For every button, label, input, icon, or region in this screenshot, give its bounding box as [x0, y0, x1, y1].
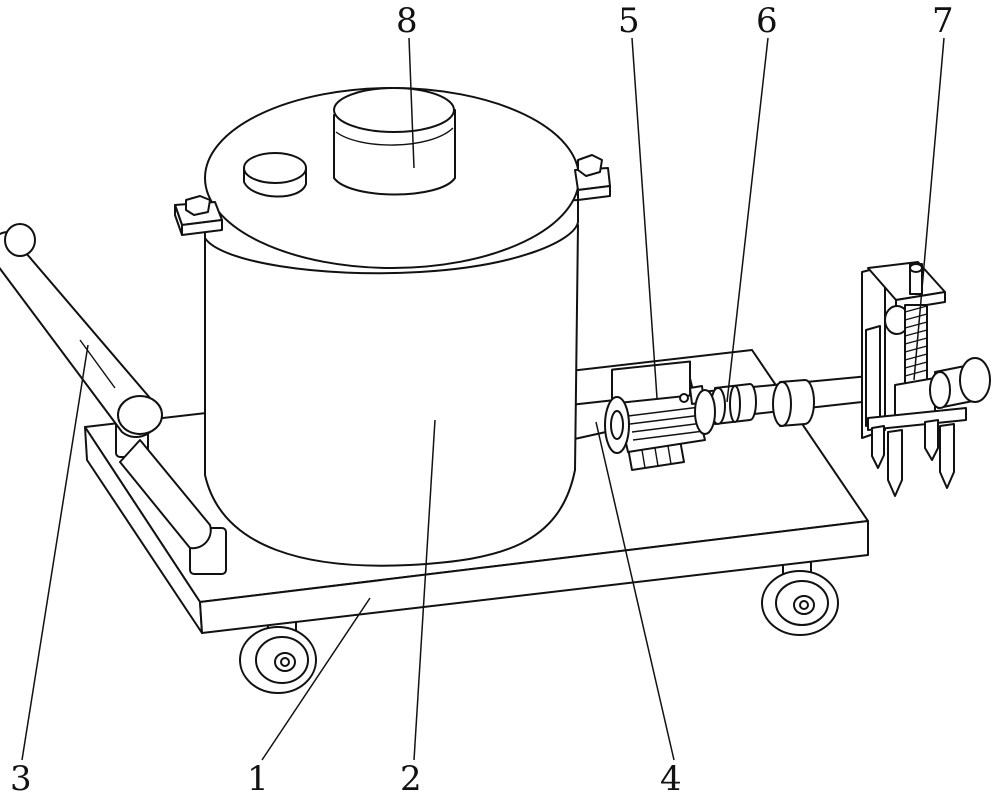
- leader-4: [595, 421, 675, 761]
- leader-5: [631, 37, 658, 399]
- leader-2: [413, 419, 436, 761]
- label-pipe: 4: [660, 759, 682, 798]
- leader-1: [261, 597, 371, 761]
- label-tank: 2: [400, 759, 422, 798]
- label-handle: 3: [10, 759, 32, 798]
- leader-8: [408, 37, 415, 169]
- label-base: 1: [247, 759, 269, 798]
- left-bolt-bracket: [174, 195, 223, 236]
- small-cap: [243, 152, 307, 198]
- leader-lines: [21, 37, 945, 761]
- label-motor: 5: [618, 1, 640, 41]
- right-bolt-bracket: [574, 154, 611, 201]
- rear-right-wheel: [761, 554, 839, 636]
- label-spring-assembly: 7: [932, 1, 954, 41]
- lid-cap: [333, 87, 456, 196]
- motor: [604, 360, 716, 471]
- leader-3: [21, 344, 89, 761]
- front-left-wheel: [239, 619, 317, 694]
- pipe-shaft-assembly: [569, 374, 881, 441]
- spring-assembly: [861, 261, 991, 497]
- leader-6: [726, 37, 769, 403]
- leader-7: [913, 37, 945, 381]
- callout-labels: 1 2 3 4 5 6 7 8: [10, 1, 954, 798]
- label-shaft: 6: [756, 1, 778, 41]
- handle: [0, 223, 227, 575]
- label-lid-cap: 8: [396, 1, 418, 41]
- tank: [174, 87, 611, 567]
